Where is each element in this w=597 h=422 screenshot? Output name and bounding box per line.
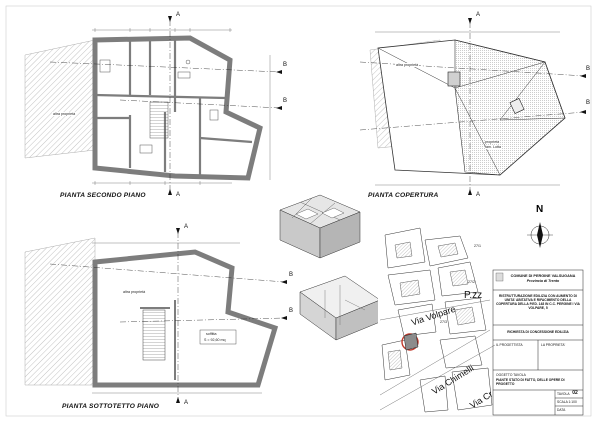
drawing-label: OGGETTO TAVOLA [496,373,526,377]
drawing-description: PIANTE STATO DI FATTO, DELLE OPERE DI PR… [496,378,565,386]
roof-ridges [377,47,566,176]
map-buildings [387,241,476,371]
attic-section-lines [49,232,286,400]
roof-marker-b-1: B [586,66,591,72]
attic-dimension-lines [92,242,262,394]
second-floor-plan [24,16,282,195]
sheet-border [5,5,592,417]
attic-section-arrows [176,228,287,403]
parcel-number-2: 27/2 [468,280,475,284]
scale-label: SCALA 1:100 [557,400,577,404]
map-streets [379,299,496,411]
section-marker-a-bottom: A [176,192,181,198]
section-marker-a-top: A [176,12,181,18]
roof-dimension-lines [375,31,560,186]
attic-plan [24,228,287,403]
section-marker-b-1: B [283,62,288,68]
owner-label: LA PROPRIETA' [541,343,566,347]
cadastral-map [378,222,553,413]
fixtures [99,59,219,154]
attic-marker-a-top: A [184,224,189,230]
section-arrows [168,16,282,195]
roof-title: PIANTA COPERTURA [368,192,439,199]
owner-label-line-1: proprietà [485,140,500,144]
request-type: RICHIESTA DI CONCESSIONE EDILIZIA [507,330,569,334]
attic-title: PIANTA SOTTOTETTO PIANO [62,403,160,410]
exterior-walls [92,35,263,181]
attic-room-area: S = 92,60 mq [204,338,226,342]
attic-marker-b-1: B [289,272,294,278]
section-marker-b-2: B [283,98,288,104]
project-description: RISTRUTTURAZIONE EDILIZIA CON AUMENTO DI… [496,294,580,310]
roof-other-property: altra proprietà [395,63,420,67]
attic-interior-walls [140,300,176,380]
roof-plan [359,18,586,195]
site-building [403,332,419,351]
sheet-number: 02 [572,390,578,396]
parcel-number-1: 27/1 [474,244,481,248]
attic-marker-a-bottom: A [184,400,189,406]
isometric-attic [299,275,381,341]
title-block [492,269,584,416]
section-lines [49,20,281,192]
north-label: N [536,204,544,215]
other-property-area [24,39,96,159]
province-name: Provincia di Trento [526,279,560,283]
municipality-name: COMUNE DI PERGINE VALSUGANA [510,274,576,278]
dimension-lines [92,28,271,185]
second-floor-title: PIANTA SECONDO PIANO [60,192,146,199]
owner-label-line-2: fam. Lotta [485,145,501,149]
skylight [509,98,525,114]
designer-label: IL PROGETTISTA [496,343,523,347]
staircase [149,101,169,139]
chimney [447,71,461,87]
parcel-number-3: 27/3 [440,320,447,324]
second-floor-other-property: altra proprietà [52,112,77,116]
attic-room-name: soffitta [206,332,217,336]
municipality-crest [495,272,504,282]
site-highlight-marker [401,333,419,351]
north-arrow [527,222,553,248]
attic-other-property: altra proprietà [122,290,147,294]
roof-marker-b-2: B [586,100,591,106]
attic-staircase [142,309,166,361]
roof-marker-a-top: A [476,12,481,18]
interior-walls [94,40,253,176]
attic-other-property-area [24,237,96,386]
room-label-box [199,329,237,345]
isometric-second-floor [279,194,361,259]
attic-marker-b-2: B [289,308,294,314]
roof-marker-a-bottom: A [476,192,481,198]
attic-exterior-walls [92,249,279,388]
date-label: DATA [557,408,566,412]
roof-section-arrows [468,18,586,195]
square-label: P.zz [464,290,483,301]
sheet-label: TAVOLA [557,392,570,396]
